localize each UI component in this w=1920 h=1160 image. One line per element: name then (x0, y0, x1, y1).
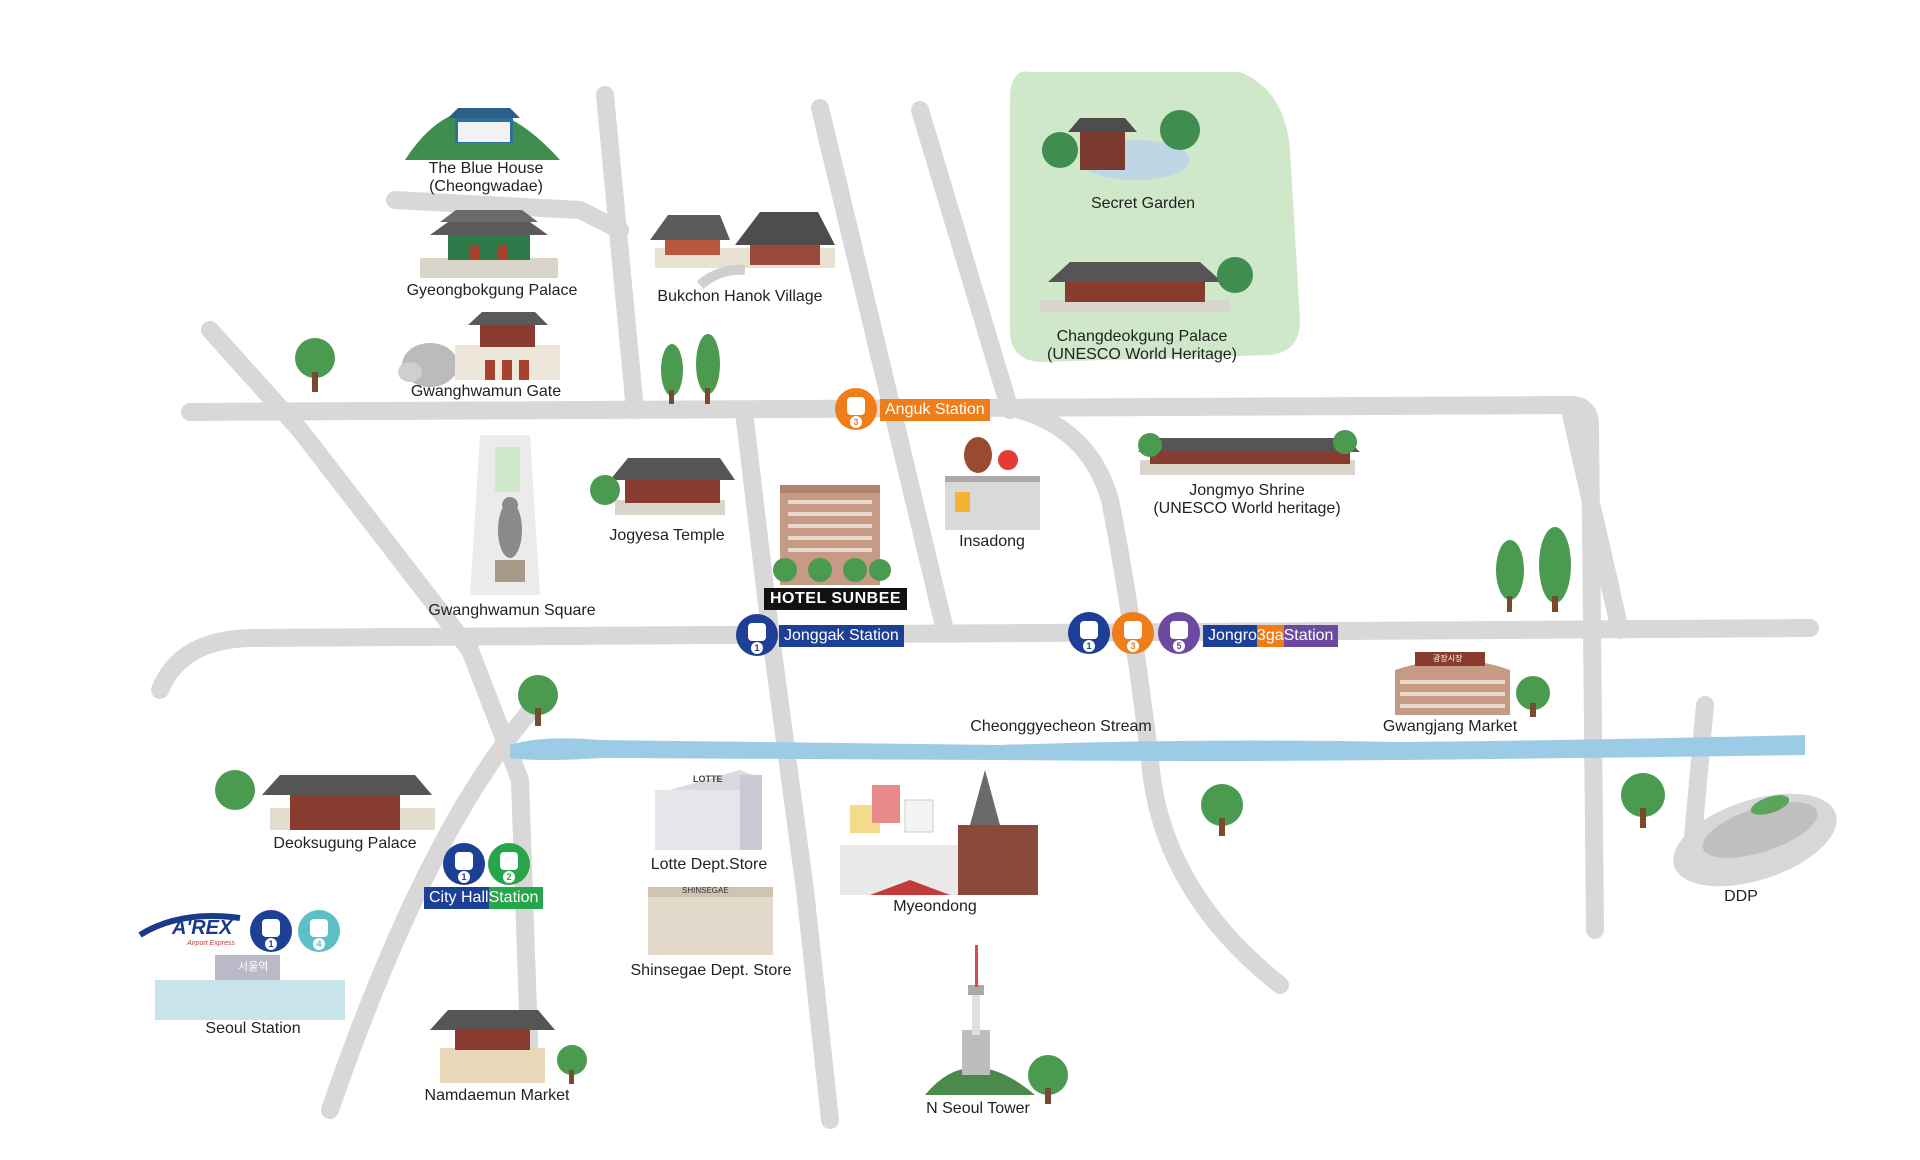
changdeokgung-label: Changdeokgung Palace (UNESCO World Herit… (1047, 328, 1237, 363)
jongro-part2: 3ga (1256, 625, 1284, 647)
cityhall-part2: Station (488, 887, 544, 909)
gyeongbokgung-label: Gyeongbokgung Palace (406, 282, 578, 299)
myeongdong-illustration (840, 770, 1038, 895)
insadong-illustration (945, 437, 1040, 530)
anguk-metro-icon: 3 (835, 388, 877, 430)
deoksugung-illustration (215, 770, 435, 830)
jongro-part1: Jongro (1203, 625, 1257, 647)
jongro-line5-icon: 5 (1158, 612, 1200, 654)
cityhall-part1: City Hall (424, 887, 489, 909)
bukchon-illustration (650, 212, 835, 289)
arex-logo: A'REX (172, 917, 233, 939)
n-seoul-tower-label: N Seoul Tower (926, 1100, 1030, 1117)
shinsegae-illustration (648, 887, 773, 955)
jogyesa-illustration (590, 458, 735, 515)
myeongdong-label: Myeondong (893, 898, 977, 915)
ddp-illustration (1673, 793, 1837, 887)
gwanghwamun-gate-illustration (398, 312, 560, 387)
anguk-station-badge: Anguk Station (880, 399, 990, 421)
namdaemun-illustration (430, 1010, 555, 1083)
park-area (1010, 71, 1300, 363)
jongmyo-illustration (1138, 430, 1360, 475)
seoul-station-sign: 서울역 (238, 960, 269, 973)
jongmyo-label: Jongmyo Shrine (UNESCO World heritage) (1153, 482, 1341, 517)
n-seoul-tower-illustration (925, 945, 1035, 1095)
jongro-line3-icon: 3 (1112, 612, 1154, 654)
hotel-sunbee-illustration (773, 485, 891, 585)
stream-label: Cheonggyecheon Stream (970, 718, 1152, 735)
jongro-part3: Station (1283, 625, 1339, 647)
secret-garden-label: Secret Garden (1090, 195, 1196, 212)
seoul-line4-icon: 4 (298, 910, 340, 952)
arex-subtitle: Airport Express (187, 940, 235, 947)
cityhall-line1-icon: 1 (443, 843, 485, 885)
jonggak-metro-icon: 1 (736, 614, 778, 656)
roads (151, 86, 1819, 1129)
gwanghwamun-square-illustration (470, 435, 540, 595)
blue-house-illustration (405, 108, 560, 160)
shinsegae-sign: SHINSEGAE (682, 886, 729, 895)
tree-icons (295, 334, 1665, 1104)
changdeokgung-illustration (1040, 257, 1253, 312)
shinsegae-label: Shinsegae Dept. Store (630, 962, 792, 979)
deoksugung-label: Deoksugung Palace (273, 835, 417, 852)
cheonggyecheon-stream (510, 735, 1805, 761)
blue-house-label: The Blue House (Cheongwadae) (428, 160, 544, 195)
lotte-illustration (655, 770, 762, 850)
gwangjang-sign: 광장시장 (1433, 654, 1463, 663)
jongro-station-badge: Jongro 3ga Station (1203, 625, 1339, 647)
ddp-label: DDP (1724, 888, 1758, 905)
seoul-station-illustration (138, 913, 345, 1020)
cityhall-station-badge: City Hall Station (424, 887, 544, 909)
secret-garden-illustration (1042, 110, 1200, 180)
gwangjang-market-illustration (1395, 652, 1510, 715)
bukchon-label: Bukchon Hanok Village (657, 288, 823, 305)
gwangjang-label: Gwangjang Market (1382, 718, 1518, 735)
namdaemun-label: Namdaemun Market (424, 1087, 570, 1104)
seoul-line1-icon: 1 (250, 910, 292, 952)
jonggak-station-badge: Jonggak Station (779, 625, 904, 647)
gwanghwamun-square-label: Gwanghwamun Square (428, 602, 596, 619)
cityhall-line2-icon: 2 (488, 843, 530, 885)
gyeongbokgung-illustration (420, 210, 558, 278)
jongro-line1-icon: 1 (1068, 612, 1110, 654)
lotte-label: Lotte Dept.Store (650, 856, 768, 873)
jogyesa-label: Jogyesa Temple (609, 527, 725, 544)
insadong-label: Insadong (959, 533, 1025, 550)
gwanghwamun-gate-label: Gwanghwamun Gate (410, 383, 562, 400)
seoul-station-label: Seoul Station (205, 1020, 301, 1037)
hotel-sunbee-label: HOTEL SUNBEE (764, 588, 908, 610)
lotte-sign: LOTTE (693, 774, 723, 784)
